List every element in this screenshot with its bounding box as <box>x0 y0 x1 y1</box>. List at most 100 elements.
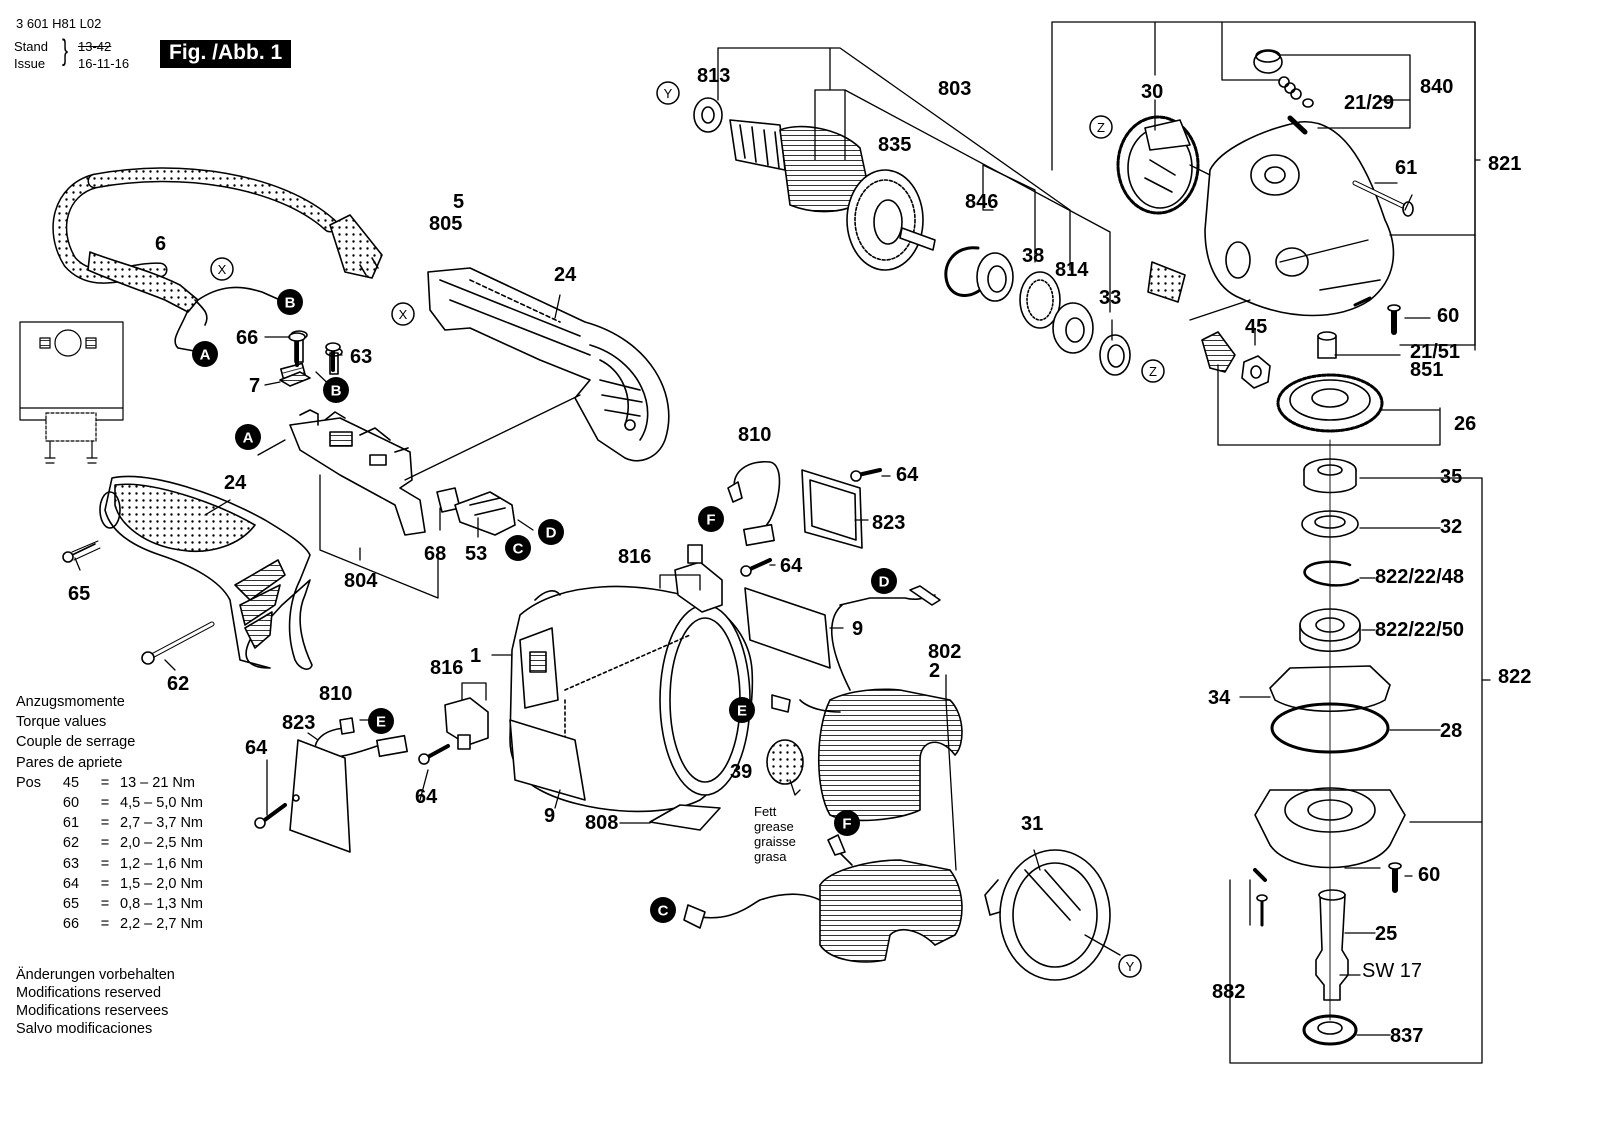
grease-note: Fett grease graisse grasa <box>754 804 796 864</box>
pos-label: Pos <box>16 774 41 791</box>
label-82248: 822/22/48 <box>1375 566 1464 588</box>
ref-marker-z1: Z <box>1089 115 1113 139</box>
label-846: 846 <box>965 191 998 213</box>
screw-64-a <box>740 558 772 577</box>
torque-table: Anzugsmomente Torque values Couple de se… <box>16 692 203 934</box>
label-813: 813 <box>697 65 730 87</box>
spindle-25 <box>1315 889 1349 1001</box>
torque-value: 13 – 21 Nm <box>120 774 195 791</box>
label-64-bottom: 64 <box>415 786 438 808</box>
label-30: 30 <box>1141 81 1163 103</box>
torque-row: 66 = 2,2 – 2,7 Nm <box>16 914 203 934</box>
torque-row: 64=1,5 – 2,0 Nm <box>16 874 203 894</box>
label-7: 7 <box>249 375 260 397</box>
ref-marker-d2: D <box>871 568 897 594</box>
screw-882 <box>1253 868 1268 927</box>
label-823-bottom: 823 <box>282 712 315 734</box>
gear-housing <box>1204 121 1395 317</box>
svg-text:A: A <box>200 347 211 364</box>
screw-65 <box>62 540 101 563</box>
old-date: 13-42 <box>78 39 112 54</box>
spring-840 <box>1278 76 1302 100</box>
ref-marker-e1: E <box>368 708 394 734</box>
ref-marker-a1: A <box>192 341 218 367</box>
label-25: 25 <box>1375 923 1397 945</box>
equals-sign: = <box>100 896 110 913</box>
grease-de: Fett <box>754 804 777 819</box>
torque-title-es: Pares de apriete <box>16 754 123 771</box>
svg-text:A: A <box>243 430 254 447</box>
equals-sign: = <box>100 916 110 933</box>
front-handle <box>99 475 313 670</box>
label-816-bottom: 816 <box>430 657 463 679</box>
label-24-left: 24 <box>224 472 247 494</box>
modifications-note: Änderungen vorbehalten Modifications res… <box>16 966 175 1038</box>
equals-sign: = <box>100 774 110 791</box>
label-840: 840 <box>1420 76 1453 98</box>
brush-holder-816b <box>444 697 489 750</box>
torque-row: 62=2,0 – 2,5 Nm <box>16 833 203 853</box>
label-821: 821 <box>1488 153 1521 175</box>
svg-text:C: C <box>513 541 524 558</box>
svg-text:Y: Y <box>1126 959 1135 974</box>
circlip-846 <box>944 246 987 297</box>
svg-text:F: F <box>706 512 715 529</box>
svg-text:Z: Z <box>1149 364 1157 379</box>
stand-label: Stand <box>14 39 48 54</box>
label-61: 61 <box>1395 157 1417 179</box>
armature <box>693 97 936 271</box>
ref-marker-z2: Z <box>1141 359 1165 383</box>
label-65: 65 <box>68 583 90 605</box>
torque-value: 0,8 – 1,3 Nm <box>120 896 204 913</box>
pinion-gear <box>1201 331 1236 373</box>
carbon-brush-810b <box>314 717 408 759</box>
carbon-brush-810a <box>727 460 781 547</box>
torque-pos: 61 <box>62 815 80 832</box>
label-822: 822 <box>1498 666 1531 688</box>
mod-line-en: Modifications reserved <box>16 985 162 1001</box>
equals-sign: = <box>100 855 110 872</box>
mod-line-de: Änderungen vorbehalten <box>16 967 175 983</box>
label-805: 805 <box>429 213 462 235</box>
equals-sign: = <box>100 815 110 832</box>
torque-title-en: Torque values <box>16 714 107 731</box>
label-816-top: 816 <box>618 546 651 568</box>
ref-marker-c1: C <box>505 535 531 561</box>
cover-9-bottom <box>509 719 586 801</box>
fan-39 <box>766 739 804 785</box>
torque-row: 63=1,2 – 1,6 Nm <box>16 854 203 874</box>
label-64-mid: 64 <box>780 555 803 577</box>
torque-row: 61 = 2,7 – 3,7 Nm <box>16 813 203 833</box>
label-882: 882 <box>1212 981 1245 1003</box>
cover-823a <box>801 469 863 549</box>
ref-marker-a2: A <box>235 424 261 450</box>
label-68: 68 <box>424 543 446 565</box>
washer-38-ring <box>976 252 1014 302</box>
bearing-ring <box>1019 271 1061 329</box>
torque-value: 2,7 – 3,7 Nm <box>120 815 204 832</box>
label-1: 1 <box>470 645 481 667</box>
torque-title-de: Anzugsmomente <box>16 694 125 710</box>
ref-marker-y2: Y <box>1118 954 1142 978</box>
ref-marker-f2: F <box>834 810 860 836</box>
torque-value: 2,2 – 2,7 Nm <box>120 916 204 933</box>
label-26: 26 <box>1454 413 1476 435</box>
label-66: 66 <box>236 327 258 349</box>
torque-pos: 66 <box>62 916 80 933</box>
screw-64-c <box>850 468 882 482</box>
label-sw17: SW 17 <box>1362 960 1422 982</box>
label-810-bottom: 810 <box>319 683 352 705</box>
screw-64-b <box>418 744 450 765</box>
label-802: 802 <box>928 641 961 663</box>
label-851: 851 <box>1410 359 1443 381</box>
o-ring-2129 <box>1302 98 1314 108</box>
label-34: 34 <box>1208 687 1231 709</box>
power-cord <box>52 167 383 353</box>
brush-holder-plate <box>1147 261 1186 303</box>
part-number-labels: 813 803 30 840 21/29 835 821 61 846 5 80… <box>68 65 1531 1047</box>
label-823-top: 823 <box>872 512 905 534</box>
label-804: 804 <box>344 570 378 592</box>
ref-marker-b2: B <box>323 377 349 403</box>
